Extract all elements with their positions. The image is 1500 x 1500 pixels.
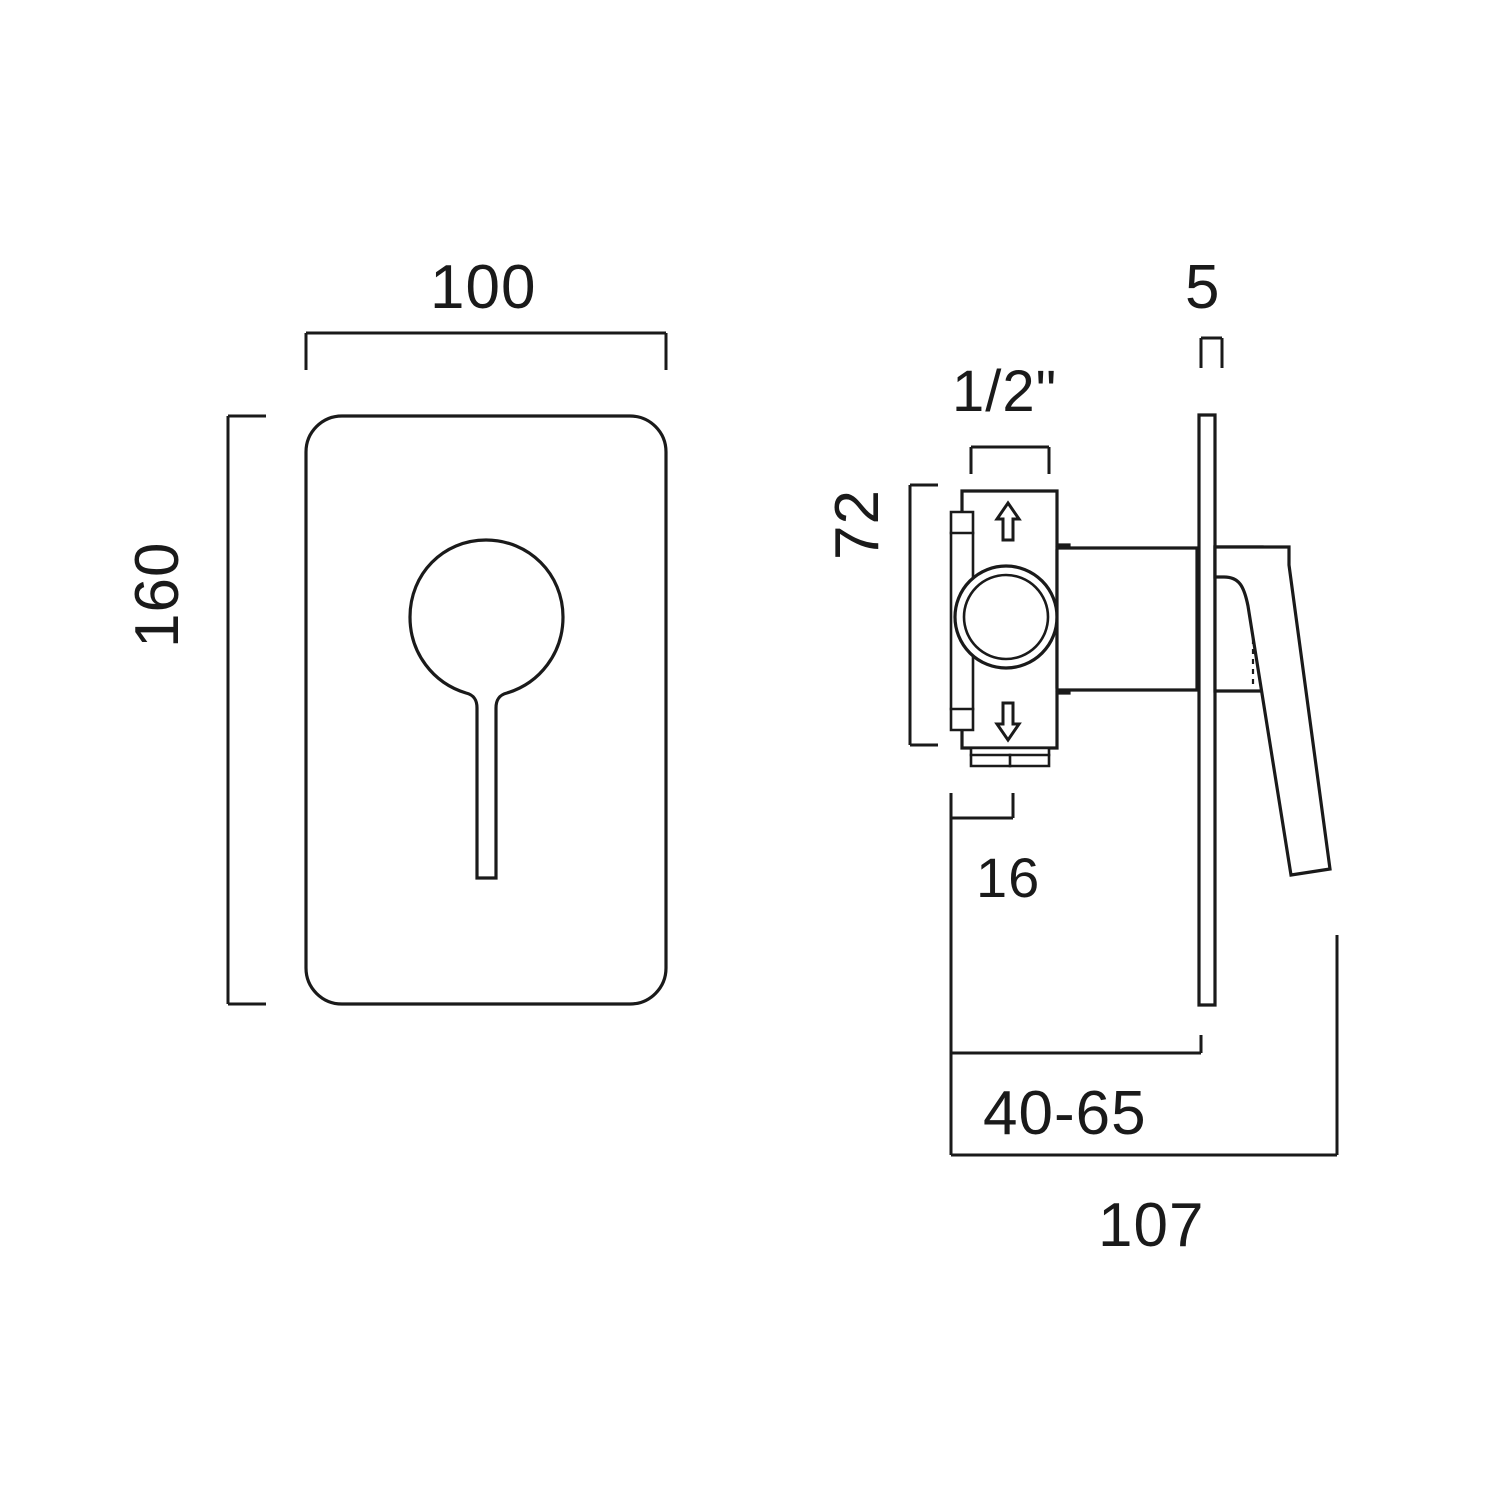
up-arrow-icon [994,500,1022,542]
spindle-inner-circle [962,573,1050,661]
side-view-group [908,336,1339,1157]
dimension-160-bracket [226,414,266,1006]
front-view-group [226,331,668,1006]
dimension-40-65-bracket [949,818,1203,1055]
spindle-outer-circle [953,564,1059,670]
lever-handle-front-profile [408,538,565,880]
dimension-half-inch-bracket [969,445,1051,474]
dimension-label-40-65: 40-65 [983,1079,1147,1148]
dimension-label-half-inch: 1/2" [952,359,1058,424]
dimension-100-bracket [304,331,668,370]
dimension-label-5: 5 [1185,253,1221,322]
wall-plate-side-profile [1197,413,1217,1007]
dimension-label-107: 107 [1098,1191,1205,1260]
down-arrow-icon [994,701,1022,743]
dimension-label-72: 72 [823,489,892,560]
dimension-label-160: 160 [123,541,192,648]
dimension-label-100: 100 [430,253,537,322]
dimension-5-bracket [1199,336,1224,368]
dimension-107-bracket [949,935,1339,1157]
dimension-16-bracket [949,793,1015,820]
lever-handle-side-profile [1213,545,1332,877]
dimension-label-16: 16 [976,846,1041,909]
spindle-sleeve [1055,546,1199,692]
dimension-72-bracket [908,483,938,747]
